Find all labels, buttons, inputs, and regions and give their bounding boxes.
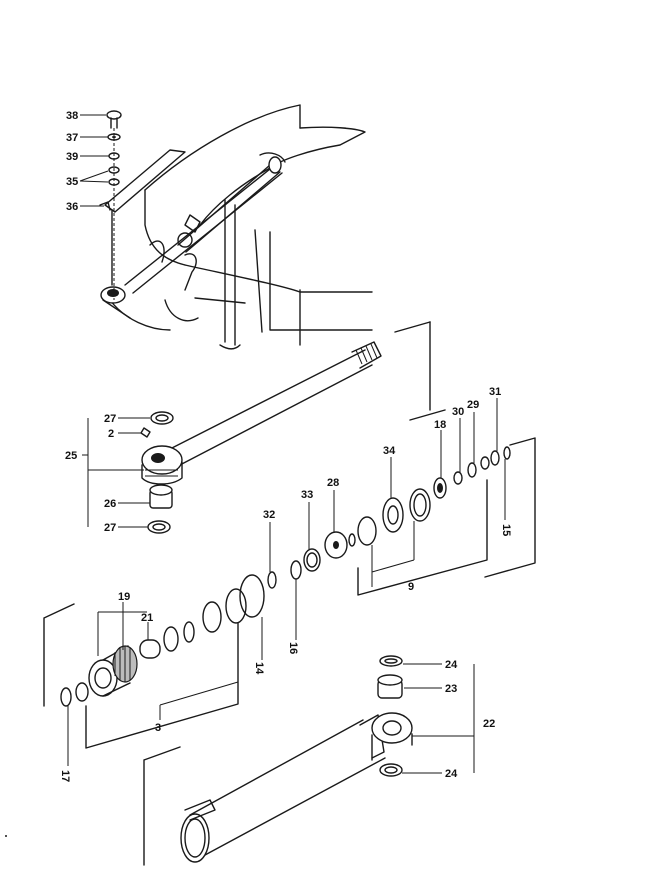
callout-23: 23 [445, 683, 457, 695]
callout-31: 31 [489, 386, 501, 398]
callout-19: 19 [118, 591, 130, 603]
callout-2: 2 [108, 428, 114, 440]
callout-16: 16 [287, 642, 299, 654]
callout-27-top: 27 [104, 413, 116, 425]
callout-24-bottom: 24 [445, 768, 458, 780]
callout-30: 30 [452, 406, 464, 418]
callout-15: 15 [500, 524, 512, 536]
rod-eye-parts [140, 411, 174, 534]
piston-19 [43, 574, 265, 749]
callout-25: 25 [65, 450, 77, 462]
bracket-36 [99, 149, 186, 286]
callout-32: 32 [263, 509, 275, 521]
callout-28: 28 [327, 477, 339, 489]
callout-17: 17 [59, 770, 71, 782]
machine-frame [109, 104, 373, 350]
callout-9: 9 [408, 581, 414, 593]
piston-rod [141, 321, 446, 485]
callout-14: 14 [253, 662, 265, 675]
callout-3: 3 [155, 722, 161, 734]
speck [5, 835, 7, 837]
callout-39: 39 [66, 151, 78, 163]
callout-33: 33 [301, 489, 313, 501]
callout-22: 22 [483, 718, 495, 730]
callout-27-bottom: 27 [104, 522, 116, 534]
callout-37: 37 [66, 132, 78, 144]
mounted-cylinder [100, 152, 286, 319]
cylinder-tube-22 [143, 655, 413, 866]
callout-38: 38 [66, 110, 78, 122]
callout-labels: 38 37 39 35 36 27 2 25 26 27 34 18 30 29… [59, 110, 512, 782]
callout-18: 18 [434, 419, 446, 431]
callout-35: 35 [66, 176, 78, 188]
callout-21: 21 [141, 612, 153, 624]
leader-lines [67, 114, 506, 774]
callout-26: 26 [104, 498, 116, 510]
seal-kit-9 [267, 437, 536, 596]
callout-24-top: 24 [445, 659, 458, 671]
callout-34: 34 [383, 445, 396, 457]
callout-29: 29 [467, 399, 479, 411]
callout-36: 36 [66, 201, 78, 213]
